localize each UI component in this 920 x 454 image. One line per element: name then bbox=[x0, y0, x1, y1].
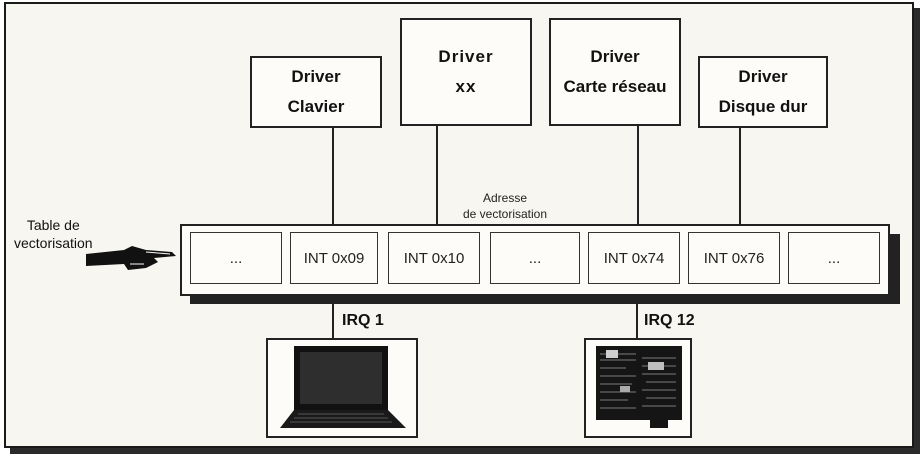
driver-clavier-line2: Clavier bbox=[288, 92, 345, 122]
driver-box-xx: Driver xx bbox=[400, 18, 532, 126]
driver-xx-line2: xx bbox=[456, 72, 477, 102]
table-cell-int-0x09: INT 0x09 bbox=[290, 232, 378, 284]
network-card-device-box bbox=[584, 338, 692, 438]
irq12-connector bbox=[636, 294, 638, 338]
irq1-label: IRQ 1 bbox=[342, 312, 384, 330]
driver-disque-line2: Disque dur bbox=[719, 92, 808, 122]
irq12-label: IRQ 12 bbox=[644, 312, 695, 330]
keyboard-device-box bbox=[266, 338, 418, 438]
driver-clavier-line1: Driver bbox=[291, 62, 340, 92]
table-cell-int-0x10: INT 0x10 bbox=[388, 232, 480, 284]
driver-box-clavier: Driver Clavier bbox=[250, 56, 382, 128]
driver-reseau-line1: Driver bbox=[590, 42, 639, 72]
table-cell-ellipsis: ... bbox=[490, 232, 580, 284]
pointing-hand-icon bbox=[84, 244, 180, 274]
table-cell-ellipsis: ... bbox=[788, 232, 880, 284]
vector-address-line2: de vectorisation bbox=[440, 206, 570, 222]
irq1-connector bbox=[332, 294, 334, 338]
connector-xx bbox=[436, 124, 438, 232]
laptop-icon bbox=[268, 340, 416, 436]
vector-address-label: Adresse de vectorisation bbox=[440, 190, 570, 222]
vector-address-line1: Adresse bbox=[440, 190, 570, 206]
connector-clavier bbox=[332, 126, 334, 232]
table-label: Table de vectorisation bbox=[14, 216, 93, 252]
network-card-icon bbox=[586, 340, 690, 436]
table-cell-int-0x76: INT 0x76 bbox=[688, 232, 780, 284]
driver-box-carte-reseau: Driver Carte réseau bbox=[549, 18, 681, 126]
table-cell-int-0x74: INT 0x74 bbox=[588, 232, 680, 284]
table-cell-ellipsis: ... bbox=[190, 232, 282, 284]
table-label-line2: vectorisation bbox=[14, 234, 93, 252]
driver-disque-line1: Driver bbox=[738, 62, 787, 92]
driver-xx-line1: Driver bbox=[438, 42, 493, 72]
driver-reseau-line2: Carte réseau bbox=[563, 72, 666, 102]
connector-disque-dur bbox=[739, 126, 741, 232]
connector-carte-reseau bbox=[637, 124, 639, 232]
table-label-line1: Table de bbox=[14, 216, 93, 234]
driver-box-disque-dur: Driver Disque dur bbox=[698, 56, 828, 128]
